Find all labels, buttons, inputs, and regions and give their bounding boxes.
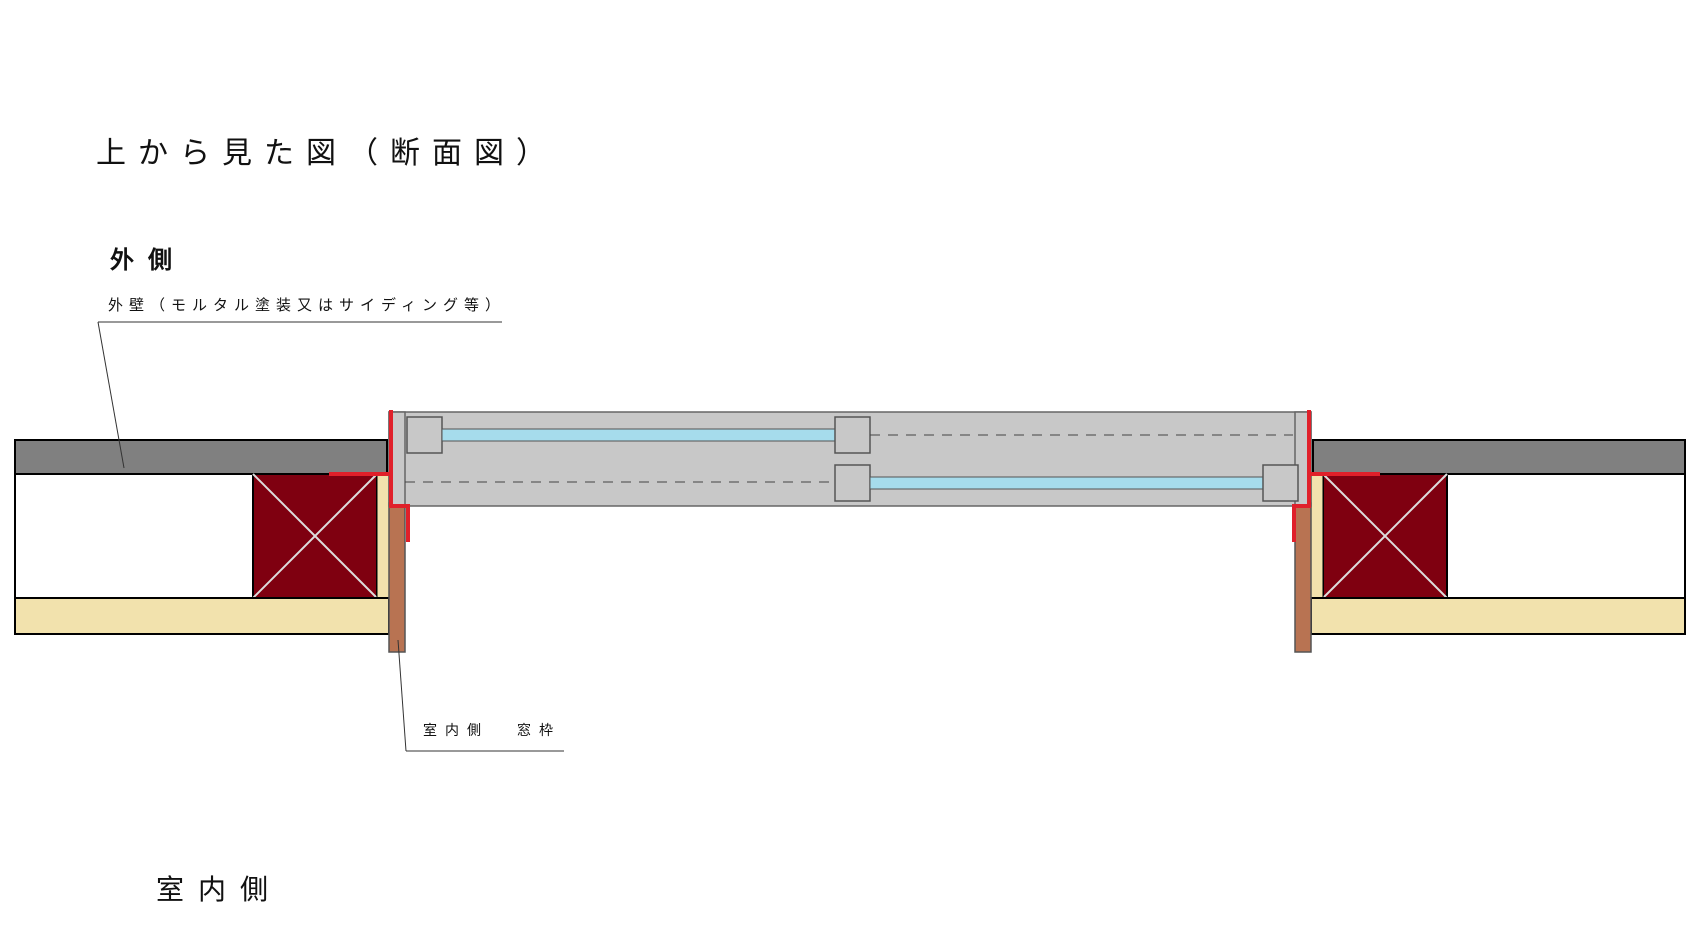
right-exterior-wall: [1312, 439, 1686, 475]
left-wall-cavity: [14, 473, 254, 599]
inside-label: 室内側: [156, 873, 283, 906]
left-wall: [14, 439, 406, 653]
flashing: [329, 410, 1380, 542]
outer-sash-glass: [441, 428, 836, 442]
left-interior-finish: [14, 597, 390, 635]
outer-sash-stile-left: [406, 416, 443, 454]
left-interior-trim: [388, 502, 406, 653]
right-wall: [1294, 439, 1686, 653]
leader-lines: [97, 321, 564, 752]
exterior-wall-callout: 外壁（モルタル塗装又はサイディング等）: [108, 296, 506, 314]
window-unit: [388, 411, 1312, 507]
inner-sash-stile-right: [1262, 464, 1299, 502]
drawing-title: 上から見た図（断面図）: [96, 136, 558, 171]
right-interior-trim: [1294, 502, 1312, 653]
inner-sash-stile-left: [834, 464, 871, 502]
interior-frame-leader: [397, 639, 407, 752]
right-interior-finish: [1310, 597, 1686, 635]
left-exterior-wall: [14, 439, 388, 475]
outside-label: 外側: [110, 246, 186, 274]
left-pillar-cross-b: [252, 473, 378, 599]
inner-sash-glass: [869, 476, 1264, 490]
interior-frame-callout-a: 室内側: [423, 723, 489, 739]
exterior-wall-leader: [97, 321, 125, 469]
right-wall-cavity: [1446, 473, 1686, 599]
left-flashing: [389, 410, 410, 542]
left-pillar-jamb: [376, 473, 390, 599]
outer-sash-stile-right: [834, 416, 871, 454]
interior-frame-callout-b: 窓枠: [517, 723, 561, 739]
interior-frame-callout: 室内側 窓枠: [423, 720, 561, 740]
right-flashing: [1292, 410, 1311, 542]
right-pillar-cross-b: [1322, 473, 1448, 599]
right-pillar-jamb: [1310, 473, 1324, 599]
